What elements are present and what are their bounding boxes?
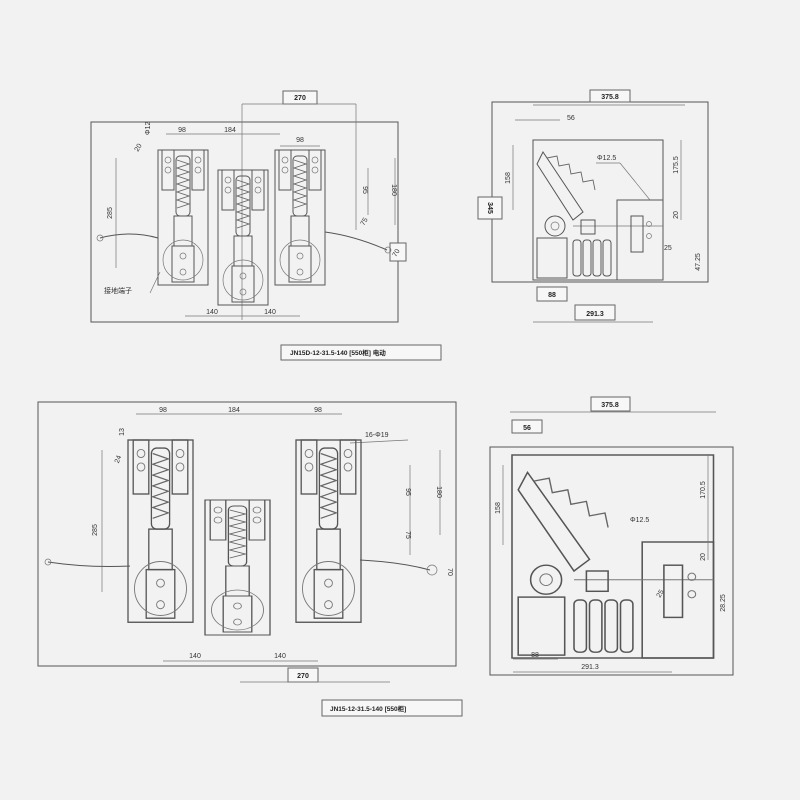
dim-label: 285 — [107, 207, 114, 219]
dimension-box-345 — [477, 196, 503, 220]
dim-label: 140 — [274, 653, 286, 660]
drawing-caption: JN15D-12-31.5-140 [550柜] 电动 — [290, 348, 386, 357]
dim-label: 158 — [505, 172, 512, 184]
drawing-frame — [489, 446, 734, 676]
dim-label: 13 — [119, 428, 126, 436]
dim-label: 158 — [495, 502, 502, 514]
dimension-box-88 — [536, 286, 568, 302]
dim-label: 285 — [92, 524, 99, 536]
dim-label: 98 — [296, 137, 304, 144]
drawing-frame — [491, 101, 709, 283]
dim-label: Φ12.5 — [597, 155, 616, 162]
dim-label: 75 — [404, 531, 411, 539]
dim-label: 270 — [294, 95, 306, 102]
dim-label: 170.5 — [700, 481, 707, 499]
dim-label: 56 — [523, 425, 531, 432]
dim-label: 291.3 — [586, 311, 604, 318]
dim-label: 375.8 — [601, 402, 619, 409]
dim-label: 98 — [159, 407, 167, 414]
drawing-jn15d-front-view: 270 98 184 98 Φ12 20 285 180 95 75 70 14… — [90, 90, 442, 361]
dim-label: 175.5 — [673, 156, 680, 174]
dim-label: 70 — [392, 248, 402, 258]
dim-label: 98 — [178, 127, 186, 134]
dim-label: 24 — [114, 455, 123, 465]
dim-label: 70 — [446, 568, 453, 576]
drawing-frame — [37, 401, 457, 667]
dim-label: 20 — [700, 553, 707, 561]
dim-label: 95 — [361, 186, 368, 194]
dimension-box-375-8 — [589, 89, 631, 103]
dim-label: 140 — [206, 309, 218, 316]
dimension-box-375-8 — [590, 396, 631, 412]
drawing-caption: JN15-12-31.5-140 [550柜] — [330, 704, 406, 713]
dim-label: 184 — [228, 407, 240, 414]
dim-label: 16-Φ19 — [365, 432, 389, 439]
dim-label: Φ12.5 — [630, 517, 649, 524]
dimension-box-291-3 — [574, 304, 616, 321]
dimension-box-56 — [511, 419, 543, 434]
drawing-jn15-front-view: 98 184 98 13 24 16-Φ19 285 95 180 75 70 … — [37, 401, 463, 717]
dim-label: 270 — [297, 673, 309, 680]
dim-label: 184 — [224, 127, 236, 134]
dim-label: 25 — [664, 245, 672, 252]
ground-terminal-label: 接地端子 — [104, 286, 132, 295]
dim-label: 345 — [486, 202, 493, 214]
dim-label: Φ12 — [145, 122, 152, 135]
dim-label: 20 — [134, 143, 144, 153]
caption-box — [280, 344, 442, 361]
dim-label: 28.25 — [720, 594, 727, 612]
drawing-jn15d-side-view: 375.8 56 158 345 Φ12.5 175.5 20 25 47.25… — [477, 89, 709, 323]
dim-label: 98 — [314, 407, 322, 414]
caption-box — [321, 699, 463, 717]
dim-label: 95 — [404, 488, 411, 496]
dim-label: 20 — [673, 211, 680, 219]
dim-label: 88 — [531, 652, 539, 659]
dim-label: 140 — [264, 309, 276, 316]
dim-label: 180 — [435, 486, 442, 498]
dim-label: 375.8 — [601, 94, 619, 101]
drawing-frame — [90, 121, 399, 323]
dim-label: 75 — [360, 217, 370, 227]
dim-label: 140 — [189, 653, 201, 660]
drawing-jn15-side-view: 375.8 56 158 170.5 Φ12.5 20 25 28.25 88 … — [489, 396, 734, 676]
dim-label: 180 — [390, 184, 397, 196]
dim-label: 56 — [567, 115, 575, 122]
dim-label: 88 — [548, 292, 556, 299]
dim-label: 291.3 — [581, 664, 599, 671]
dim-label: 25 — [656, 589, 666, 599]
dim-label: 47.25 — [695, 253, 702, 271]
